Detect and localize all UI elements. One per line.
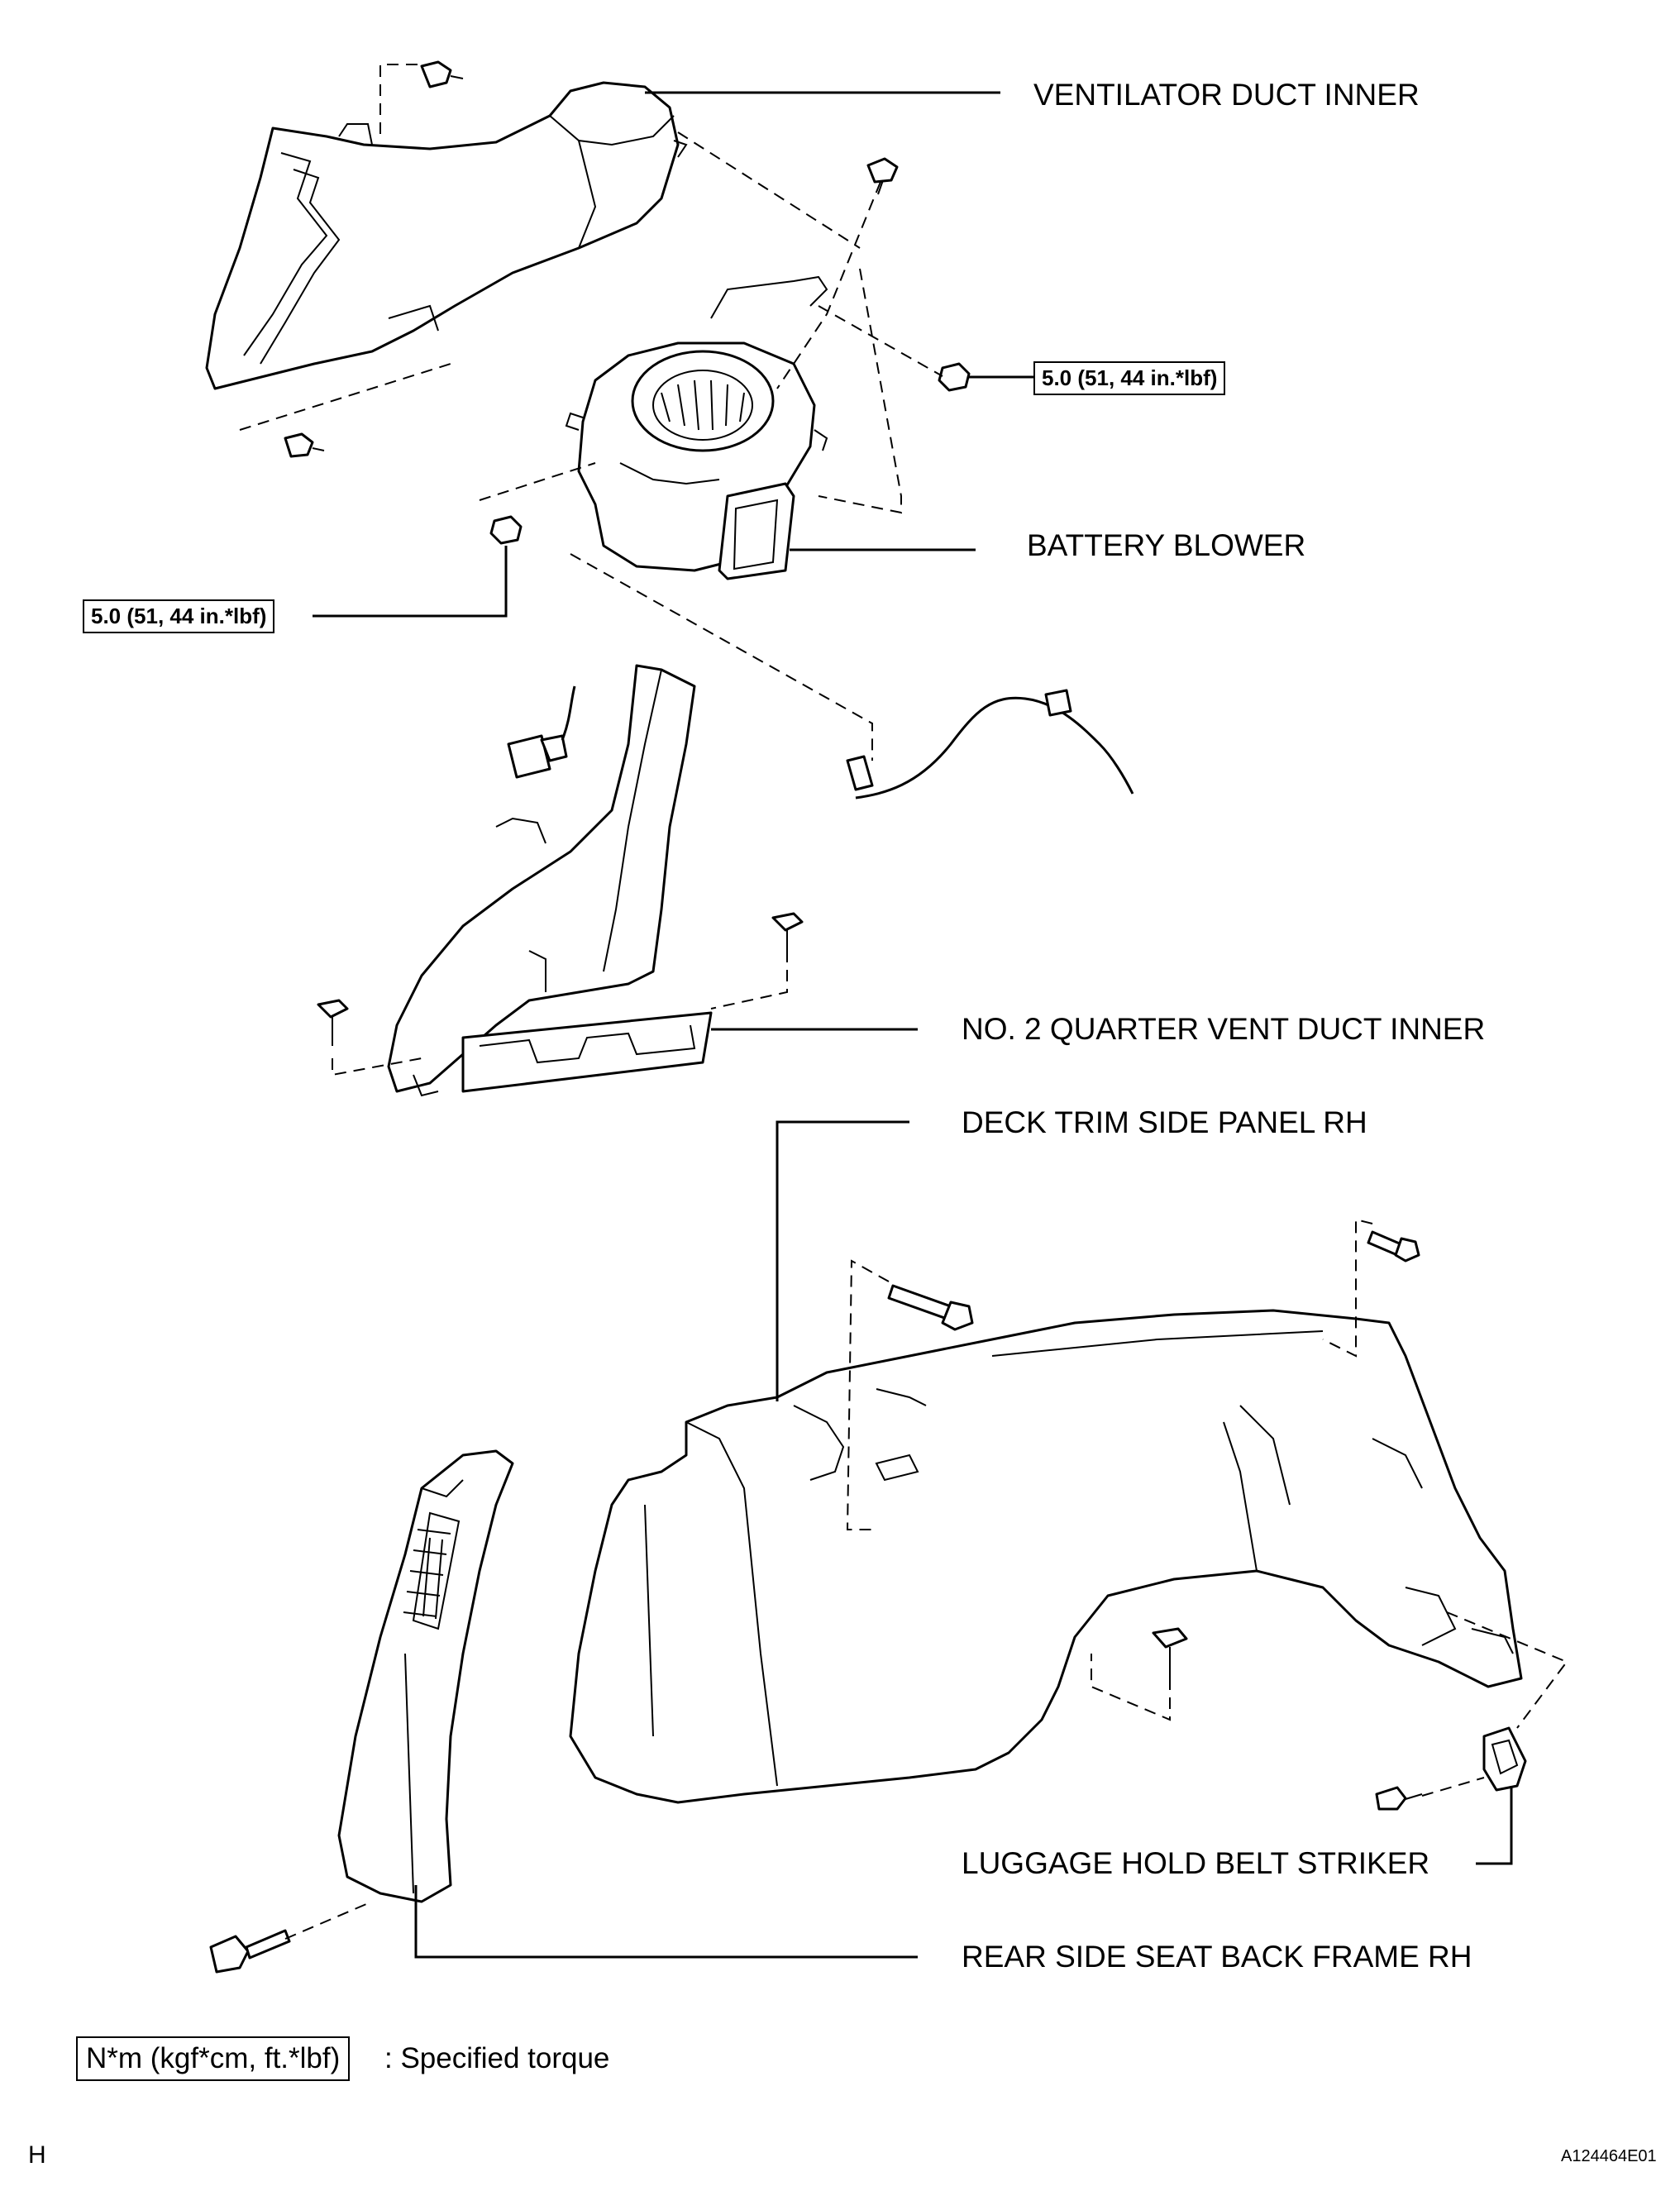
clip-deck-center-icon: [1152, 1627, 1188, 1678]
nut-right-icon: [938, 362, 971, 392]
no2-quarter-vent-duct-inner-part: [387, 664, 713, 1097]
label-no2-quarter-vent-duct-inner: NO. 2 QUARTER VENT DUCT INNER: [962, 1012, 1486, 1046]
wire-harness-part: [846, 689, 1134, 800]
label-ventilator-duct-inner: VENTILATOR DUCT INNER: [1033, 78, 1420, 112]
bolt-deck-right-icon: [1367, 1230, 1420, 1263]
footer-left-code: H: [28, 2141, 46, 2169]
figure-id: A124464E01: [1561, 2147, 1657, 2165]
label-deck-trim-side-panel-rh: DECK TRIM SIDE PANEL RH: [962, 1105, 1367, 1139]
torque-spec-blower-right: 5.0 (51, 44 in.*lbf): [1033, 361, 1226, 396]
clip-quarter-right-icon: [771, 912, 804, 951]
bolt-striker-icon: [1375, 1786, 1423, 1811]
clip-lower-icon: [284, 432, 325, 458]
label-luggage-hold-belt-striker: LUGGAGE HOLD BELT STRIKER: [962, 1846, 1430, 1880]
bolt-deck-left-icon: [887, 1284, 974, 1331]
legend-meaning: : Specified torque: [384, 2042, 610, 2074]
label-battery-blower: BATTERY BLOWER: [1027, 528, 1306, 562]
clip-top-icon: [420, 60, 464, 88]
leader-lines: [313, 91, 1513, 1959]
torque-spec-blower-left: 5.0 (51, 44 in.*lbf): [83, 599, 275, 634]
alignment-dashed-lines: [239, 64, 1568, 1940]
clip-right-icon: [866, 157, 899, 195]
connector-icon: [507, 685, 576, 779]
deck-trim-side-panel-rh-part: [569, 1309, 1523, 1804]
rear-side-seat-back-frame-rh-part: [337, 1449, 514, 1903]
battery-blower-part: [565, 275, 828, 580]
luggage-hold-belt-striker-part: [1482, 1726, 1527, 1792]
nut-left-icon: [489, 515, 523, 545]
ventilator-duct-inner-part: [205, 81, 688, 390]
label-rear-side-seat-back-frame-rh: REAR SIDE SEAT BACK FRAME RH: [962, 1940, 1472, 1974]
clip-quarter-left-icon: [317, 999, 349, 1046]
legend-unit-box: N*m (kgf*cm, ft.*lbf): [76, 2036, 351, 2081]
bolt-seat-back-icon: [209, 1929, 291, 1974]
